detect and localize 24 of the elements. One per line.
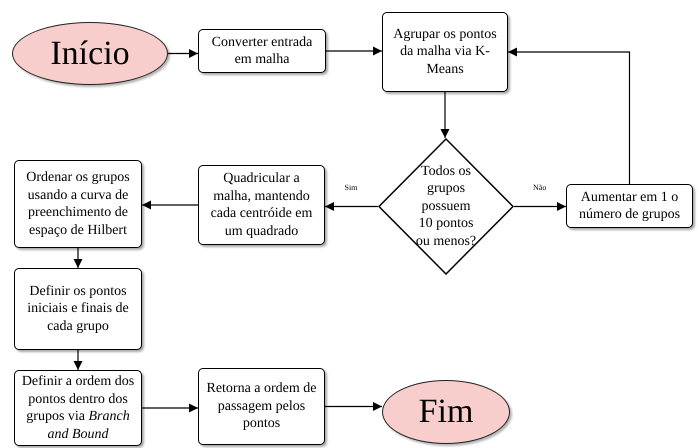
process-box: Definir a ordem dos pontos dentro dos grupos via Branch and Bound <box>14 370 142 446</box>
edge-label: Não <box>532 182 548 192</box>
terminal-ellipse: Fim <box>382 380 510 444</box>
process-box: Retorna a ordem de passagem pelos pontos <box>198 368 325 445</box>
process-box: Ordenar os grupos usando a curva de preenchimento de espaço de Hilbert <box>14 160 142 248</box>
arrow <box>168 49 198 58</box>
arrow <box>74 248 82 268</box>
process-box: Converter entrada em malha <box>198 29 326 73</box>
edge-label: Sim <box>344 182 358 192</box>
arrow <box>440 92 450 138</box>
arrow <box>142 200 198 210</box>
arrow <box>508 48 630 184</box>
arrow <box>514 202 566 211</box>
process-box: Agrupar os pontos da malha via K-Means <box>382 12 508 92</box>
process-box: Aumentar em 1 o número de grupos <box>566 184 693 228</box>
terminal-ellipse: Início <box>12 22 168 85</box>
arrow <box>74 350 82 370</box>
process-box: Definir os pontos iniciais e finais de cada grupo <box>14 268 142 350</box>
process-box: Quadricular a malha, mantendo cada centróide em um quadrado <box>198 165 325 245</box>
decision-text: Todos os grupos possuem 10 pontos ou menos? <box>415 162 477 250</box>
arrow <box>325 402 382 411</box>
arrow <box>325 202 378 211</box>
arrow <box>142 404 198 412</box>
arrow <box>326 46 382 56</box>
